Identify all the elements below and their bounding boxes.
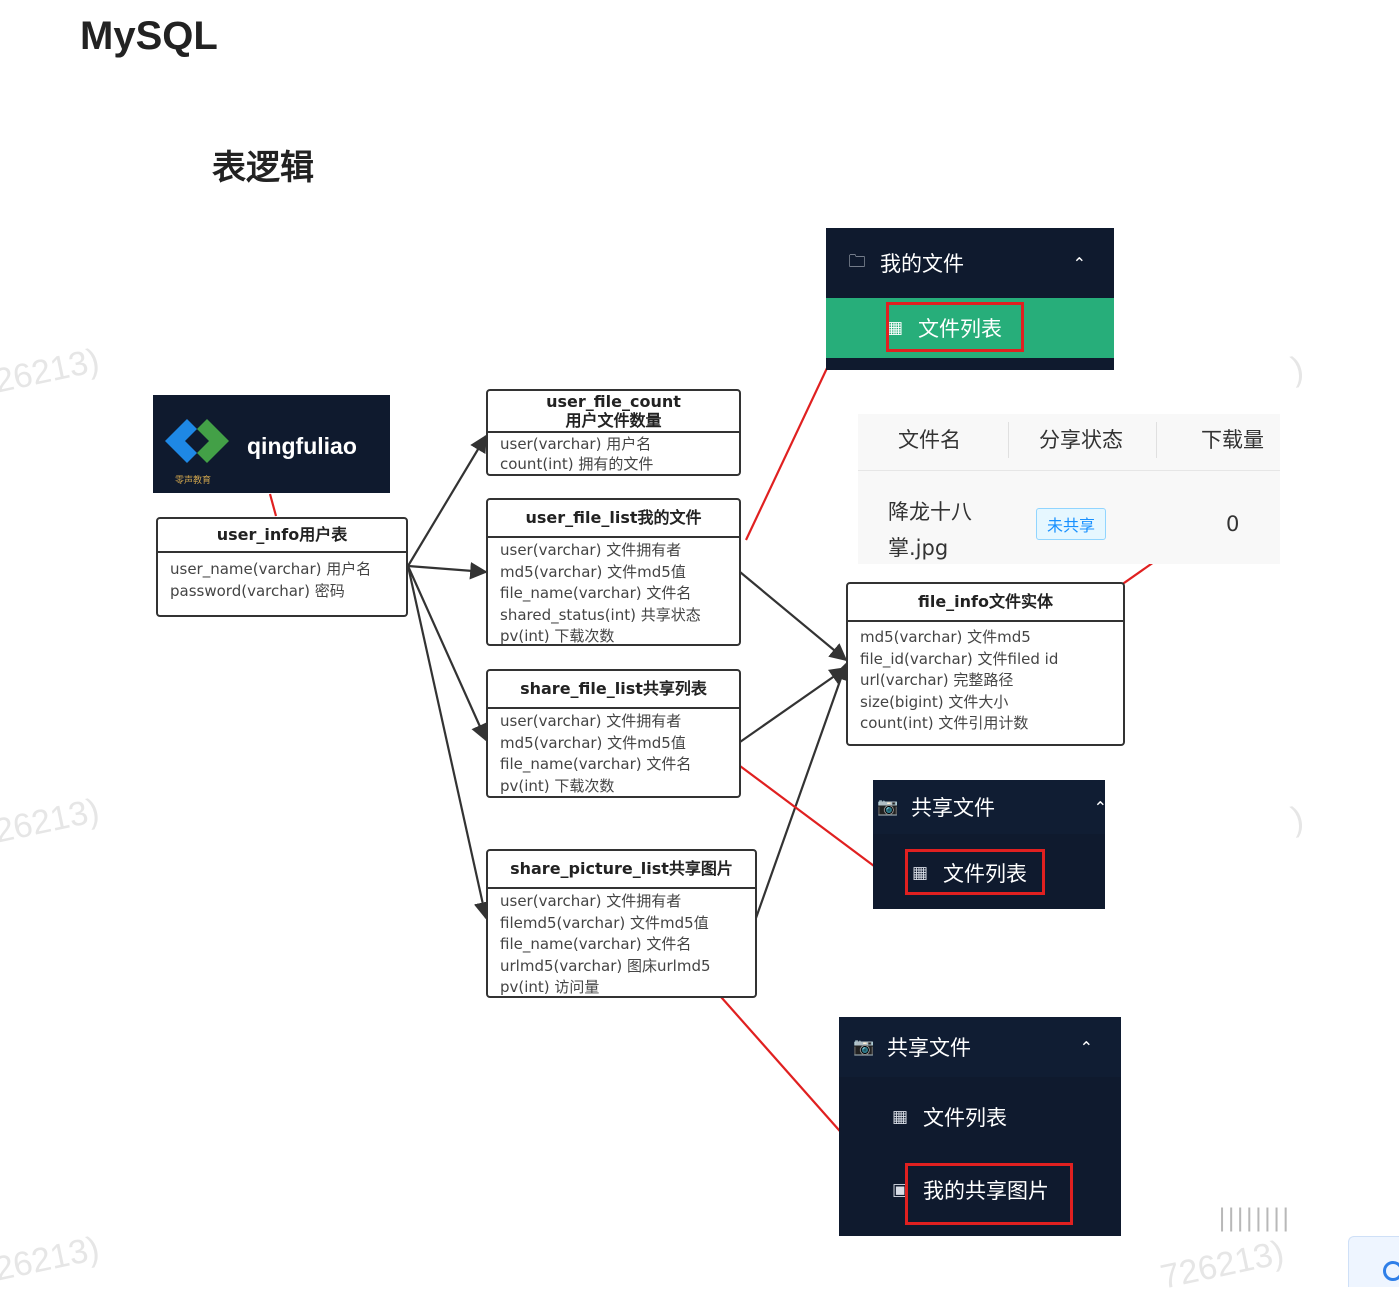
entity-field: file_id(varchar) 文件filed id [860, 649, 1059, 668]
highlight-box [905, 849, 1045, 895]
entity-field: user(varchar) 文件拥有者 [500, 712, 682, 730]
entity-field: file_name(varchar) 文件名 [500, 935, 692, 953]
company-logo: qingfuliao 零声教育 [153, 395, 390, 493]
entity-field: pv(int) 访问量 [500, 978, 600, 996]
nav-section-shared-files[interactable]: 📷 共享文件 ⌃ [873, 780, 1107, 834]
entity-user-file-count: user_file_count 用户文件数量 user(varchar) 用户名… [486, 389, 741, 476]
entity-user-file-list: user_file_list我的文件 user(varchar) 文件拥有者 m… [486, 498, 741, 646]
logo-icon [165, 419, 229, 463]
nav-item-label: 文件列表 [943, 862, 1027, 886]
entity-field: count(int) 拥有的文件 [500, 455, 654, 473]
relation-user-info-to-picture-list [406, 565, 492, 920]
chevron-up-icon[interactable]: ⌃ [1072, 253, 1086, 273]
chevron-up-icon[interactable]: ⌃ [1093, 797, 1107, 817]
entity-title: share_picture_list共享图片 [488, 851, 755, 889]
entity-field: password(varchar) 密码 [170, 581, 345, 600]
entity-subtitle: 用户文件数量 [565, 411, 662, 430]
entity-field: pv(int) 下载次数 [500, 627, 615, 645]
nav-shared-files-panel: 📷 共享文件 ⌃ ▦ 文件列表 [873, 780, 1107, 909]
entity-share-file-list: share_file_list共享列表 user(varchar) 文件拥有者 … [486, 669, 741, 798]
highlight-file-list-link [745, 365, 829, 541]
entity-field: user_name(varchar) 用户名 [170, 560, 372, 578]
folder-icon: 🗀 [848, 251, 866, 272]
entity-share-picture-list: share_picture_list共享图片 user(varchar) 文件拥… [486, 849, 757, 998]
entity-field: filemd5(varchar) 文件md5值 [500, 913, 709, 932]
highlight-box [905, 1163, 1073, 1225]
nav-item-file-list[interactable]: ▦ 文件列表 [839, 1089, 1121, 1145]
nav-section-shared-files[interactable]: 📷 共享文件 ⌃ [839, 1017, 1121, 1077]
entity-field: user(varchar) 用户名 [500, 435, 652, 453]
relation-user-info-to-file-list [407, 562, 488, 580]
floating-helper-widget[interactable] [1348, 1236, 1399, 1287]
entity-title: user_file_count [546, 392, 681, 411]
entity-file-info: file_info文件实体 md5(varchar) 文件md5 file_id… [846, 582, 1125, 746]
helper-icon [1383, 1261, 1399, 1281]
entity-field: file_name(varchar) 文件名 [500, 584, 692, 602]
entity-field: file_name(varchar) 文件名 [500, 755, 692, 773]
nav-item-file-list[interactable]: ▦ 文件列表 [873, 848, 1105, 898]
relation-user-info-to-file-count [407, 434, 487, 567]
column-divider [1008, 422, 1009, 458]
camera-folder-icon: 📷 [877, 797, 899, 817]
nav-section-label: 共享文件 [911, 796, 995, 820]
relation-file-list-to-file-info [739, 571, 848, 662]
nav-item-label: 文件列表 [923, 1106, 1007, 1130]
entity-field: user(varchar) 文件拥有者 [500, 541, 682, 559]
entity-user-info: user_info用户表 user_name(varchar) 用户名 pass… [156, 517, 408, 617]
nav-item-my-shared-pictures[interactable]: ▣ 我的共享图片 [839, 1162, 1121, 1218]
relation-picture-list-to-file-info [754, 662, 850, 919]
entity-field: url(varchar) 完整路径 [860, 671, 1014, 689]
row-divider [858, 470, 1280, 471]
file-name-line: 掌.jpg [888, 536, 949, 560]
entity-field: urlmd5(varchar) 图床urlmd5 [500, 956, 711, 975]
status-badge: 未共享 [1036, 508, 1107, 540]
entity-field: md5(varchar) 文件md5值 [500, 562, 686, 581]
entity-field: md5(varchar) 文件md5值 [500, 733, 686, 752]
entity-field: size(bigint) 文件大小 [860, 692, 1009, 711]
column-header[interactable]: 文件名 [898, 428, 961, 452]
entity-field: user(varchar) 文件拥有者 [500, 892, 682, 910]
column-header[interactable]: 下载量 [1201, 428, 1264, 452]
logo-subtext: 零声教育 [175, 476, 212, 486]
relation-share-list-to-file-info [739, 666, 848, 743]
nav-item-label: 文件列表 [918, 317, 1002, 341]
scroll-marks: |||||||| [1218, 1204, 1291, 1232]
highlight-logo-link [268, 493, 278, 517]
grid-icon: ▦ [886, 318, 904, 338]
image-icon: ▣ [891, 1180, 909, 1200]
entity-field: md5(varchar) 文件md5 [860, 628, 1031, 646]
chevron-up-icon[interactable]: ⌃ [1079, 1037, 1093, 1057]
entity-field: shared_status(int) 共享状态 [500, 605, 701, 624]
grid-icon: ▦ [911, 863, 929, 883]
file-name-line: 降龙十八 [888, 500, 972, 524]
highlight-share-list-link [739, 765, 875, 867]
nav-section-label: 共享文件 [887, 1036, 971, 1060]
entity-title: user_file_list我的文件 [488, 500, 739, 538]
entity-title: file_info文件实体 [848, 584, 1123, 622]
grid-icon: ▦ [891, 1107, 909, 1127]
entity-field: pv(int) 下载次数 [500, 776, 615, 795]
column-divider [1156, 422, 1157, 458]
relation-user-info-to-share-list [406, 565, 488, 742]
nav-section-label: 我的文件 [880, 252, 964, 276]
logo-text: qingfuliao [247, 433, 357, 459]
highlight-box [886, 302, 1024, 352]
table-cell-file-name[interactable]: 降龙十八 掌.jpg [888, 494, 972, 566]
nav-section-my-files[interactable]: 🗀 我的文件 ⌃ [826, 228, 1114, 298]
entity-title: user_info用户表 [158, 519, 406, 553]
entity-title: share_file_list共享列表 [488, 671, 739, 709]
nav-shared-files-panel-expanded: 📷 共享文件 ⌃ ▦ 文件列表 ▣ 我的共享图片 [839, 1017, 1121, 1236]
nav-my-files-panel: 🗀 我的文件 ⌃ ▦ 文件列表 [826, 228, 1114, 370]
file-table-panel: 文件名 分享状态 下载量 降龙十八 掌.jpg 未共享 0 [858, 414, 1280, 564]
camera-folder-icon: 📷 [853, 1037, 875, 1057]
entity-field: count(int) 文件引用计数 [860, 714, 1029, 732]
section-title: 表逻辑 [212, 148, 314, 188]
column-header[interactable]: 分享状态 [1039, 428, 1123, 452]
highlight-picture-list-link [705, 979, 847, 1139]
page-title: MySQL [80, 14, 218, 58]
nav-item-label: 我的共享图片 [923, 1179, 1049, 1203]
table-cell-downloads: 0 [1226, 512, 1240, 536]
nav-item-file-list[interactable]: ▦ 文件列表 [826, 298, 1114, 358]
